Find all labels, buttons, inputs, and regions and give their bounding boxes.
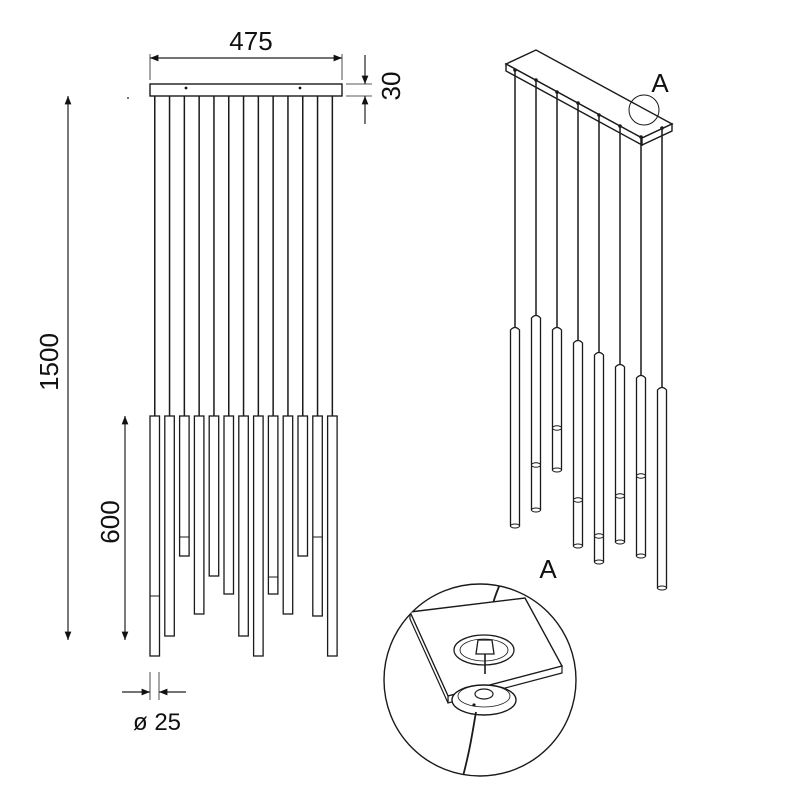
canopy-height-dimension: 30 (346, 55, 406, 124)
isometric-view: A (504, 49, 674, 591)
iso-tube-joint (531, 462, 541, 468)
iso-tube (614, 363, 626, 543)
front-tube (252, 415, 264, 657)
tube-length-dimension: 600 (95, 416, 129, 640)
front-tube (267, 415, 279, 595)
iso-tube-end (615, 539, 625, 545)
detail-title: A (539, 554, 557, 584)
front-tube (326, 415, 338, 657)
iso-tube (656, 386, 668, 589)
front-tube (223, 415, 235, 595)
iso-tube (572, 339, 584, 547)
front-tube (238, 415, 249, 637)
iso-tube-joint (552, 425, 562, 431)
diameter-dimension: ø 25 (122, 672, 186, 736)
iso-tube-end (573, 543, 583, 549)
iso-tube-end (552, 467, 562, 473)
iso-tubes (509, 68, 668, 591)
iso-tube (551, 326, 563, 471)
detail-marker-label: A (651, 68, 669, 98)
detail-connector (475, 639, 495, 655)
front-tube (178, 415, 190, 557)
width-dimension: 475 (149, 26, 343, 80)
total-height-label: 1500 (34, 333, 64, 391)
diameter-label: ø 25 (133, 709, 181, 736)
iso-tube (509, 326, 521, 527)
total-height-dimension: 1500 (34, 96, 72, 640)
detail-marker-circle (628, 94, 660, 126)
front-tube (164, 415, 175, 637)
front-tube (208, 415, 220, 577)
iso-tube (593, 351, 605, 563)
front-tubes (149, 96, 338, 657)
detail-a: A (383, 554, 577, 777)
iso-tube-joint (573, 497, 583, 503)
iso-tube-joint (594, 533, 604, 539)
front-tube (297, 415, 309, 557)
iso-tube-end (510, 523, 520, 529)
front-tube (193, 415, 205, 615)
front-view (127, 83, 343, 657)
iso-tube (635, 374, 647, 557)
canopy-height-label: 30 (376, 72, 406, 101)
iso-tube-joint (636, 473, 646, 479)
iso-tube-end (531, 507, 541, 513)
iso-tube-end (636, 553, 646, 559)
front-tube (282, 415, 294, 615)
iso-tube (530, 314, 542, 511)
tube-length-label: 600 (95, 500, 125, 543)
front-tube (149, 415, 161, 657)
front-canopy (149, 83, 343, 97)
iso-tube-end (594, 559, 604, 565)
width-label: 475 (229, 26, 272, 56)
iso-tube-joint (615, 493, 625, 499)
iso-tube-end (657, 585, 667, 591)
front-tube (312, 415, 323, 617)
